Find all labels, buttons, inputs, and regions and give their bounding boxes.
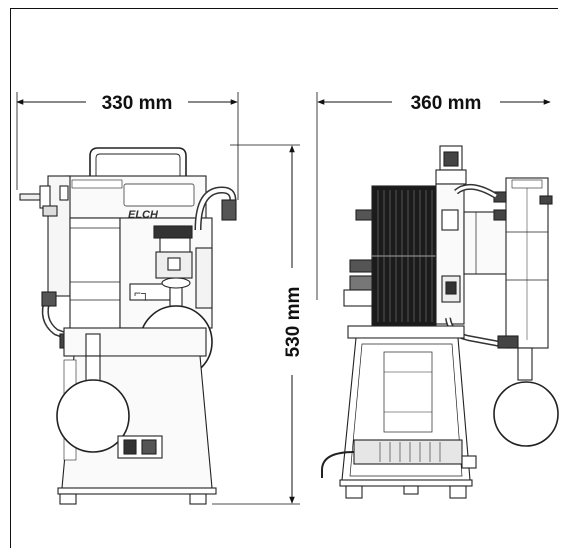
width-side-label: 360 mm — [411, 93, 482, 114]
height-label: 530 mm — [283, 287, 304, 358]
side-view — [321, 145, 559, 499]
dimension-width-front: 330 mm — [16, 92, 239, 200]
drawing-frame — [10, 8, 558, 548]
svg-text:⌐┐: ⌐┐ — [134, 286, 150, 301]
front-view: ELCH ⌐┐ — [19, 147, 237, 505]
dimension-width-side: 360 mm — [316, 92, 551, 300]
dimension-height: 530 mm — [212, 144, 304, 505]
width-front-label: 330 mm — [102, 93, 173, 114]
